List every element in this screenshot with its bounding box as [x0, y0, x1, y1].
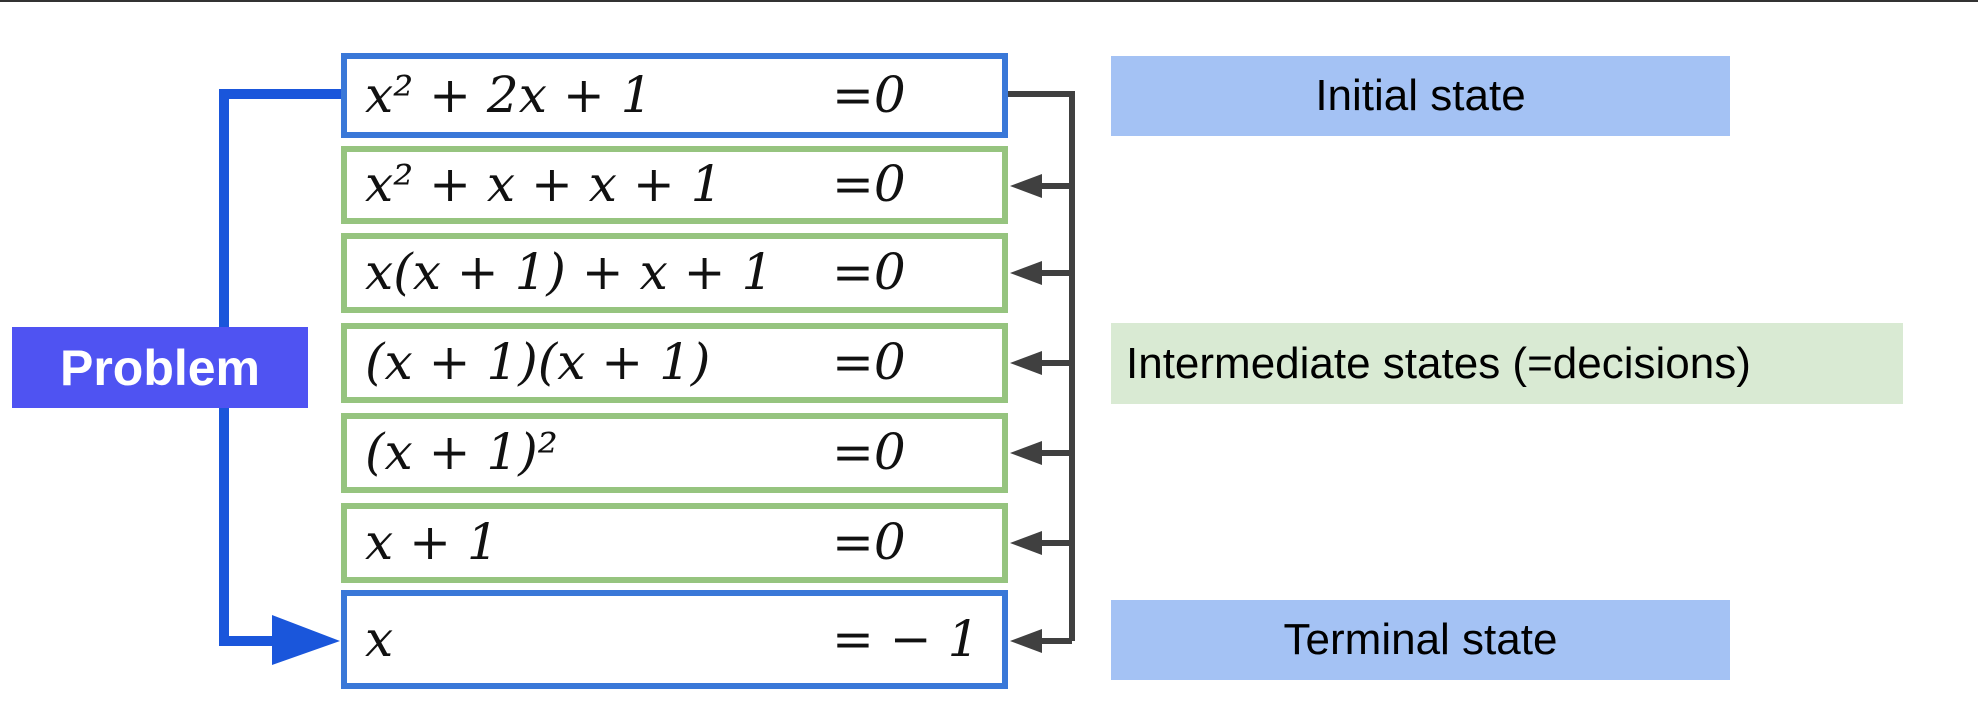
intermediate-states-label: Intermediate states (=decisions): [1111, 323, 1903, 404]
decision-arrows: [1010, 174, 1072, 653]
equation-rhs: =0: [832, 65, 906, 124]
equation-lhs: x + 1: [365, 512, 499, 571]
state-row-terminal: x = − 1: [341, 590, 1008, 689]
connector-arrowhead: [1010, 629, 1042, 653]
state-row-intermediate: x(x + 1) + x + 1 =0: [341, 233, 1008, 313]
right-connector-spine: [1008, 91, 1075, 641]
connector-arrowhead: [1010, 261, 1042, 285]
problem-arrowhead: [272, 615, 340, 665]
initial-state-label: Initial state: [1111, 56, 1730, 136]
state-row-intermediate: x + 1 =0: [341, 503, 1008, 583]
equation-lhs: (x + 1)²: [365, 422, 558, 481]
state-row-intermediate: (x + 1)² =0: [341, 413, 1008, 493]
equation-rhs: =0: [832, 512, 906, 571]
connector-arrowhead: [1010, 531, 1042, 555]
equation-lhs: (x + 1)(x + 1): [365, 332, 711, 391]
equation-lhs: x(x + 1) + x + 1: [365, 242, 774, 301]
connector-arrowhead: [1010, 351, 1042, 375]
equation-lhs: x² + x + x + 1: [365, 154, 723, 213]
equation-rhs: =0: [832, 332, 906, 391]
terminal-state-label: Terminal state: [1111, 600, 1730, 680]
connector-arrowhead: [1010, 174, 1042, 198]
equation-lhs: x² + 2x + 1: [365, 65, 653, 124]
equation-rhs: =0: [832, 154, 906, 213]
equation-rhs: =0: [832, 242, 906, 301]
state-row-initial: x² + 2x + 1 =0: [341, 53, 1008, 138]
connector-arrowhead: [1010, 441, 1042, 465]
state-row-intermediate: (x + 1)(x + 1) =0: [341, 323, 1008, 403]
problem-box: Problem: [12, 327, 308, 408]
state-row-intermediate: x² + x + x + 1 =0: [341, 146, 1008, 224]
equation-rhs: =0: [832, 422, 906, 481]
equation-lhs: x: [365, 609, 394, 668]
top-border-line: [0, 0, 1978, 2]
equation-rhs: = − 1: [832, 609, 980, 668]
